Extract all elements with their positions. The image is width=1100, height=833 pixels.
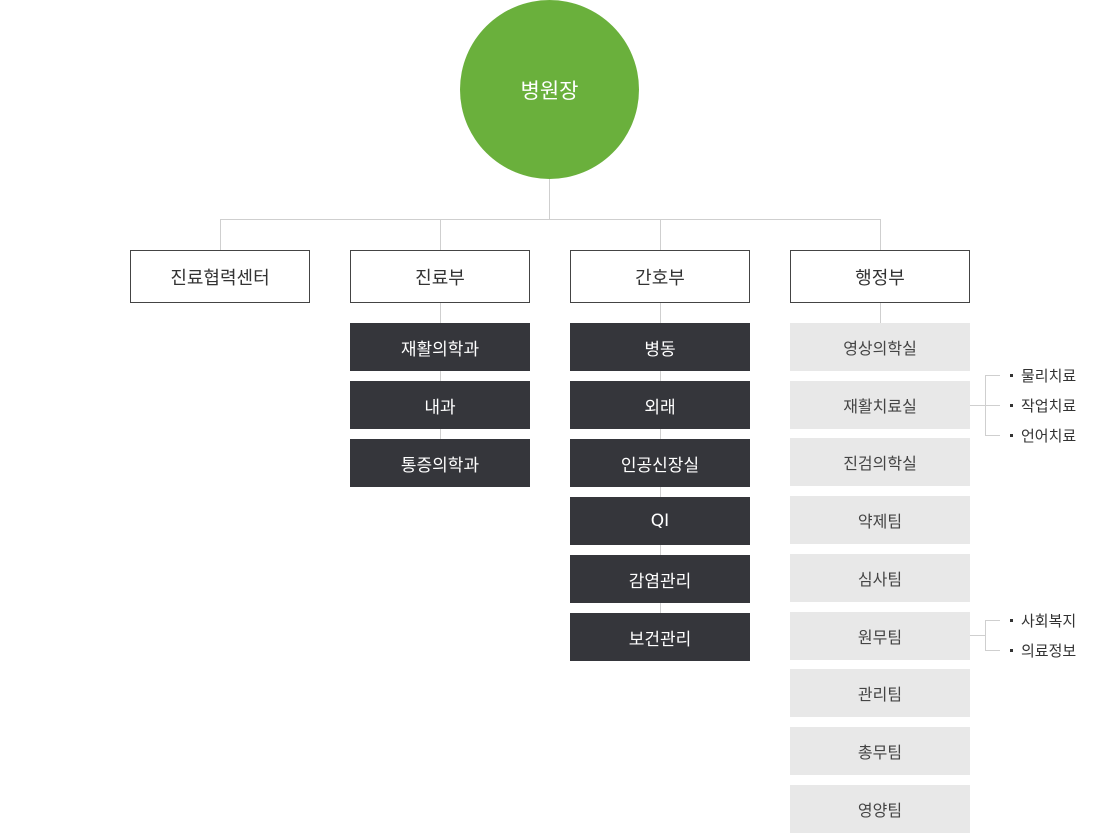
bracket-t2-admin <box>985 650 1000 651</box>
unit-box: 통증의학과 <box>350 439 530 487</box>
unit-label: 통증의학과 <box>400 455 480 476</box>
unit-label: 인공신장실 <box>620 455 700 476</box>
dept-label: 간호부 <box>635 267 685 289</box>
unit-label: 원무팀 <box>857 628 903 647</box>
unit-box: 약제팀 <box>790 496 970 544</box>
unit-label: 영상의학실 <box>843 339 917 358</box>
dept-box: 진료협력센터 <box>130 250 310 303</box>
bullet-icon <box>1010 374 1013 377</box>
unit-box: 관리팀 <box>790 669 970 717</box>
sub-unit-label: 언어치료 <box>1021 427 1077 445</box>
unit-label: 병동 <box>644 339 676 360</box>
unit-label: 재활의학과 <box>400 339 480 360</box>
unit-box: 총무팀 <box>790 727 970 775</box>
unit-label: 관리팀 <box>857 685 903 704</box>
unit-label: 보건관리 <box>628 629 692 650</box>
dept-box: 행정부 <box>790 250 970 303</box>
unit-box: 인공신장실 <box>570 439 750 487</box>
unit-box: 보건관리 <box>570 613 750 661</box>
column-connector-4 <box>880 302 881 324</box>
unit-box: 외래 <box>570 381 750 429</box>
bracket-v-admin <box>985 620 986 651</box>
dept-connector-2 <box>440 219 441 250</box>
unit-box: 심사팀 <box>790 554 970 602</box>
unit-box: 재활치료실 <box>790 381 970 429</box>
unit-label: 내과 <box>424 397 456 418</box>
root-connector <box>549 179 550 220</box>
unit-label: QI <box>650 511 670 531</box>
bracket-h-rehab <box>970 405 985 406</box>
dept-box: 간호부 <box>570 250 750 303</box>
unit-box: 영상의학실 <box>790 323 970 371</box>
unit-box: 원무팀 <box>790 612 970 660</box>
unit-box: 내과 <box>350 381 530 429</box>
unit-box: 병동 <box>570 323 750 371</box>
horizontal-connector <box>220 219 881 220</box>
unit-box: 영양팀 <box>790 785 970 833</box>
root-node: 병원장 <box>460 0 639 179</box>
dept-label: 진료부 <box>415 267 465 289</box>
bracket-t2-rehab <box>985 405 1000 406</box>
unit-box: 재활의학과 <box>350 323 530 371</box>
unit-label: 감염관리 <box>628 571 692 592</box>
unit-box: QI <box>570 497 750 545</box>
sub-unit-label: 물리치료 <box>1021 367 1077 385</box>
dept-connector-3 <box>660 219 661 250</box>
dept-connector-4 <box>880 219 881 250</box>
bracket-t1-admin <box>985 620 1000 621</box>
dept-label: 진료협력센터 <box>170 267 270 289</box>
bullet-icon <box>1010 649 1013 652</box>
bracket-h-admin <box>970 635 985 636</box>
unit-label: 약제팀 <box>857 512 903 531</box>
root-label: 병원장 <box>520 78 579 103</box>
bracket-t3-rehab <box>985 435 1000 436</box>
sub-unit-label: 사회복지 <box>1021 612 1077 630</box>
dept-box: 진료부 <box>350 250 530 303</box>
unit-label: 재활치료실 <box>843 397 917 416</box>
unit-label: 진검의학실 <box>843 454 917 473</box>
bullet-icon <box>1010 434 1013 437</box>
sub-unit-label: 작업치료 <box>1021 397 1077 415</box>
unit-box: 진검의학실 <box>790 438 970 486</box>
dept-label: 행정부 <box>855 267 905 289</box>
bullet-icon <box>1010 404 1013 407</box>
unit-label: 외래 <box>644 397 676 418</box>
dept-connector-1 <box>220 219 221 250</box>
bracket-t1-rehab <box>985 375 1000 376</box>
bullet-icon <box>1010 619 1013 622</box>
unit-box: 감염관리 <box>570 555 750 603</box>
unit-label: 심사팀 <box>857 570 903 589</box>
sub-unit-label: 의료정보 <box>1021 642 1077 660</box>
unit-label: 총무팀 <box>857 743 903 762</box>
unit-label: 영양팀 <box>857 801 903 820</box>
